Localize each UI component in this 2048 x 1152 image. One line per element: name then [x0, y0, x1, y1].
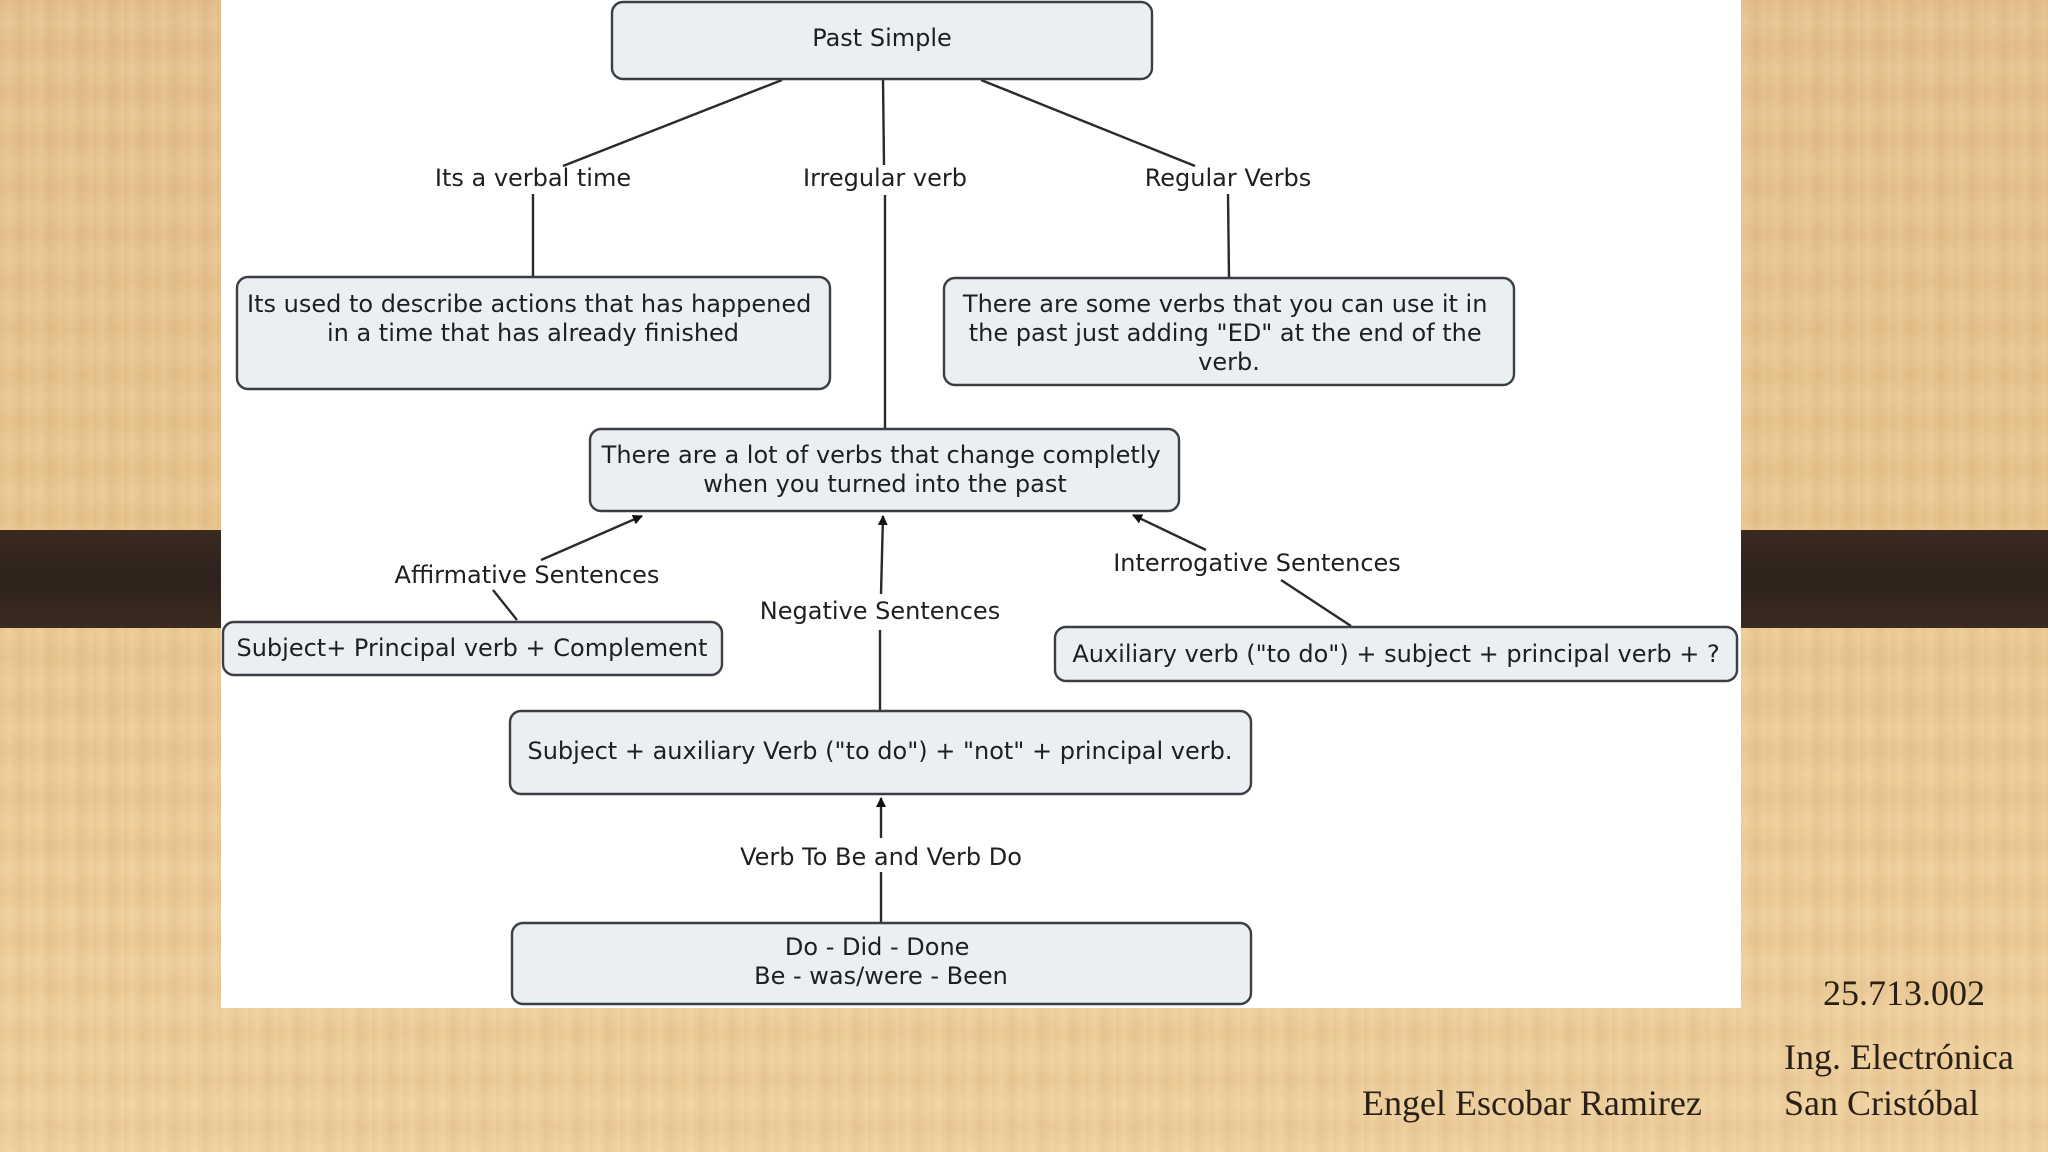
link-label-to-be-do: Verb To Be and Verb Do — [740, 843, 1022, 871]
node-line: the past just adding "ED" at the end of … — [969, 319, 1482, 347]
node-text: Do - Did - Done Be - was/were - Been — [754, 933, 1008, 990]
node-line: verb. — [1198, 348, 1260, 376]
footer-number: 25.713.002 — [1823, 973, 1985, 1013]
node-affirmative-formula: Subject+ Principal verb + Complement — [221, 620, 724, 677]
node-line: Do - Did - Done — [785, 933, 970, 961]
link-regular-verbs — [980, 78, 1231, 278]
link-affirmative — [492, 514, 643, 621]
link-irregular-verb — [881, 79, 887, 428]
node-irregular-description: There are a lot of verbs that change com… — [588, 427, 1181, 513]
node-line: Subject + auxiliary Verb ("to do") + "no… — [527, 737, 1232, 765]
link-negative — [877, 515, 888, 710]
node-text: Subject + auxiliary Verb ("to do") + "no… — [527, 737, 1232, 765]
node-past-simple: Past Simple — [610, 0, 1154, 81]
node-line: Past Simple — [812, 24, 952, 52]
link-label-affirmative: Affirmative Sentences — [395, 561, 660, 589]
node-line: Its used to describe actions that has ha… — [247, 290, 811, 318]
link-label-irregular-verb: Irregular verb — [803, 164, 967, 192]
node-line: Be - was/were - Been — [754, 962, 1008, 990]
link-verbal-time — [531, 78, 783, 276]
node-verb-forms: Do - Did - Done Be - was/were - Been — [510, 921, 1253, 1006]
footer-location: San Cristóbal — [1784, 1083, 1979, 1123]
node-line: when you turned into the past — [703, 470, 1067, 498]
link-label-negative: Negative Sentences — [760, 597, 1000, 625]
node-verbal-time-description: Its used to describe actions that has ha… — [235, 275, 832, 391]
link-label-interrogative: Interrogative Sentences — [1113, 549, 1401, 577]
link-label-regular-verbs: Regular Verbs — [1145, 164, 1312, 192]
node-text: Its used to describe actions that has ha… — [247, 290, 819, 347]
node-line: in a time that has already finished — [327, 319, 739, 347]
link-label-verbal-time: Its a verbal time — [435, 164, 631, 192]
footer-author: Engel Escobar Ramirez — [1362, 1083, 1702, 1123]
node-line: Subject+ Principal verb + Complement — [236, 634, 707, 662]
node-line: Auxiliary verb ("to do") + subject + pri… — [1072, 640, 1719, 668]
node-text: There are some verbs that you can use it… — [962, 290, 1495, 376]
node-text: Past Simple — [812, 24, 952, 52]
concept-map-board: Its a verbal time Irregular verb Regular… — [221, 0, 1741, 1008]
footer-career: Ing. Electrónica — [1784, 1037, 2014, 1077]
node-text: Subject+ Principal verb + Complement — [236, 634, 707, 662]
link-interrogative — [1132, 513, 1352, 628]
node-negative-formula: Subject + auxiliary Verb ("to do") + "no… — [508, 709, 1253, 796]
node-text: Auxiliary verb ("to do") + subject + pri… — [1072, 640, 1719, 668]
node-interrogative-formula: Auxiliary verb ("to do") + subject + pri… — [1053, 625, 1739, 683]
concept-map: Its a verbal time Irregular verb Regular… — [221, 0, 1739, 1006]
node-regular-description: There are some verbs that you can use it… — [942, 276, 1516, 387]
node-line: There are a lot of verbs that change com… — [601, 441, 1161, 469]
node-text: There are a lot of verbs that change com… — [601, 441, 1169, 498]
node-line: There are some verbs that you can use it… — [962, 290, 1488, 318]
